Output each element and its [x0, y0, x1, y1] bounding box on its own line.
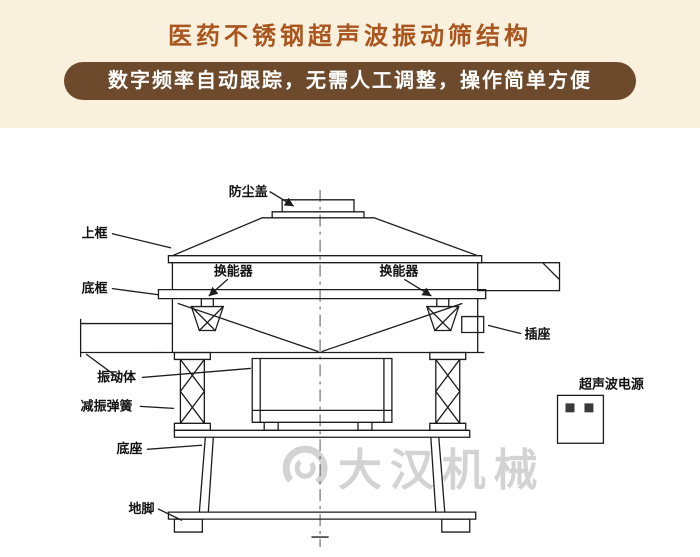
- transducer-left-shape: [190, 297, 225, 332]
- label-transducer-right: 换能器: [379, 264, 419, 279]
- left-outlet-pipe: [79, 318, 174, 381]
- watermark-logo-inner-icon: [294, 457, 316, 479]
- leader-arrow-transducer-right: [403, 278, 432, 297]
- power-supply-box: [556, 394, 605, 444]
- label-transducer-left: 换能器: [214, 264, 254, 279]
- spring-left-shape: [173, 351, 211, 431]
- base-shape: [167, 429, 477, 520]
- subtitle-text: 数字频率自动跟踪，无需人工调整，操作简单方便: [108, 70, 592, 92]
- feet-shape: [173, 518, 471, 538]
- diagram-svg: 大汉机械: [79, 184, 644, 548]
- spring-right-shape: [429, 351, 467, 431]
- machine-outline: [79, 199, 561, 538]
- vibration-body-shape: [251, 357, 393, 431]
- part-labels: 防尘盖 上框 换能器 换能器 底框 插座 振动体 减振弹簧 底座 地脚 超声波电…: [81, 184, 644, 516]
- watermark-logo-icon: [282, 445, 328, 491]
- socket-shape: [461, 315, 485, 334]
- watermark: 大汉机械: [282, 445, 545, 495]
- label-ultrasonic-power: 超声波电源: [579, 376, 644, 391]
- header-band: 医药不锈钢超声波振动筛结构 数字频率自动跟踪，无需人工调整，操作简单方便: [0, 0, 700, 128]
- leader-lines: [111, 190, 522, 521]
- dust-cover-shape: [171, 199, 479, 257]
- subtitle-banner: 数字频率自动跟踪，无需人工调整，操作简单方便: [64, 62, 636, 100]
- structure-diagram: 大汉机械: [0, 128, 700, 557]
- leader-arrow-transducer-left: [208, 278, 229, 297]
- page-title: 医药不锈钢超声波振动筛结构: [168, 23, 532, 50]
- label-damping-spring: 减振弹簧: [81, 398, 133, 413]
- watermark-text: 大汉机械: [338, 446, 545, 495]
- power-indicator-right: [584, 403, 594, 413]
- power-box-outline: [556, 394, 605, 444]
- label-upper-frame: 上框: [82, 226, 108, 241]
- label-bottom-frame: 底框: [82, 281, 108, 296]
- transducer-right-shape: [425, 297, 460, 332]
- right-outlet-pipe: [477, 262, 561, 292]
- cone-shape: [177, 302, 463, 353]
- label-base: 底座: [117, 441, 143, 456]
- leader-arrow-dust-cover: [269, 190, 295, 207]
- label-vibration-body: 振动体: [97, 369, 137, 384]
- leader-plain-lines: [111, 232, 522, 521]
- label-foot: 地脚: [129, 501, 155, 516]
- power-indicator-left: [565, 403, 575, 413]
- label-socket: 插座: [525, 327, 551, 342]
- label-dust-cover: 防尘盖: [229, 184, 268, 199]
